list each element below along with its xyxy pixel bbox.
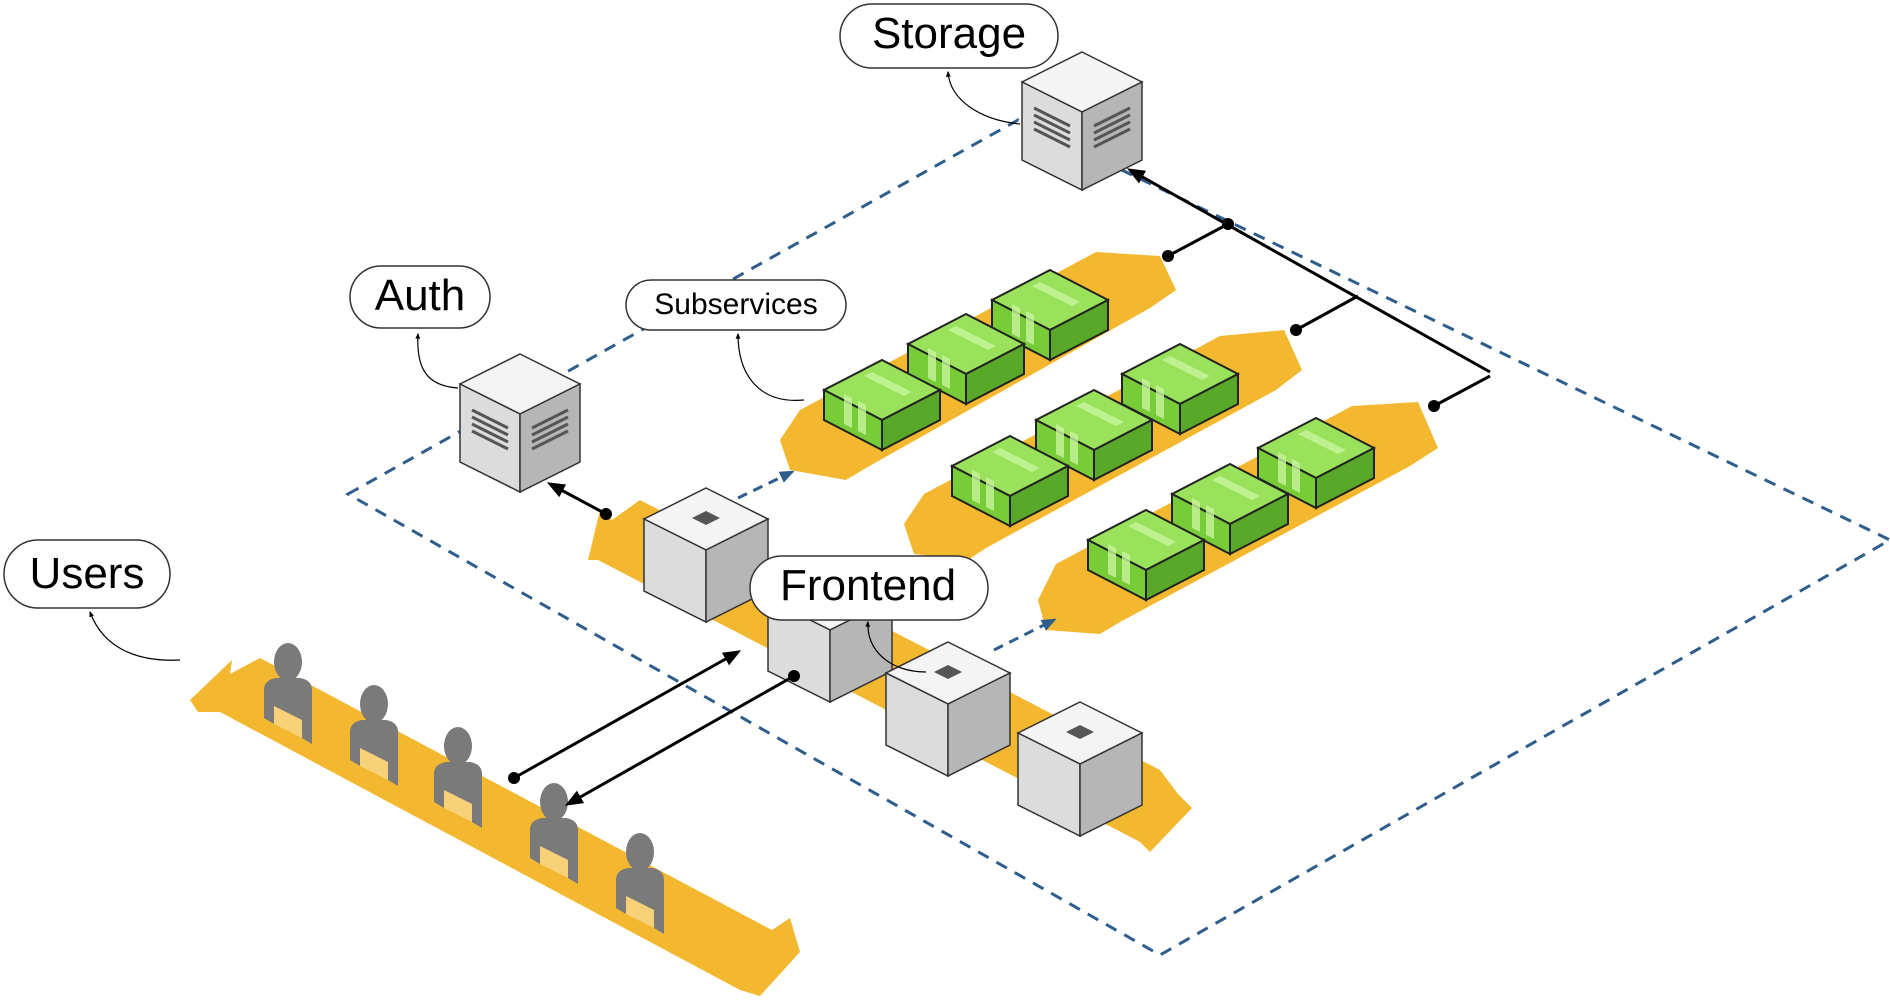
svg-text:Frontend: Frontend (780, 561, 956, 610)
svg-text:Auth: Auth (375, 271, 466, 320)
users-label: Users (3, 539, 181, 661)
storage-label: Storage (839, 3, 1059, 125)
storage-bus (1126, 168, 1491, 412)
frontend-to-subservices-3 (993, 618, 1057, 652)
svg-text:Subservices: Subservices (654, 288, 817, 321)
auth-server (458, 352, 582, 494)
auth-label: Auth (349, 265, 491, 389)
svg-text:Storage: Storage (872, 9, 1026, 58)
frontend-label: Frontend (749, 555, 989, 673)
users-to-frontend-arrow (508, 650, 742, 784)
subservices-label: Subservices (625, 279, 847, 401)
frontend-to-users-arrow (564, 670, 800, 806)
svg-text:Users: Users (30, 549, 145, 598)
frontend-to-subservices-1 (737, 470, 795, 500)
frontend-to-auth-arrow (546, 482, 612, 520)
system-boundary (344, 118, 1890, 957)
storage-server (1020, 50, 1144, 192)
